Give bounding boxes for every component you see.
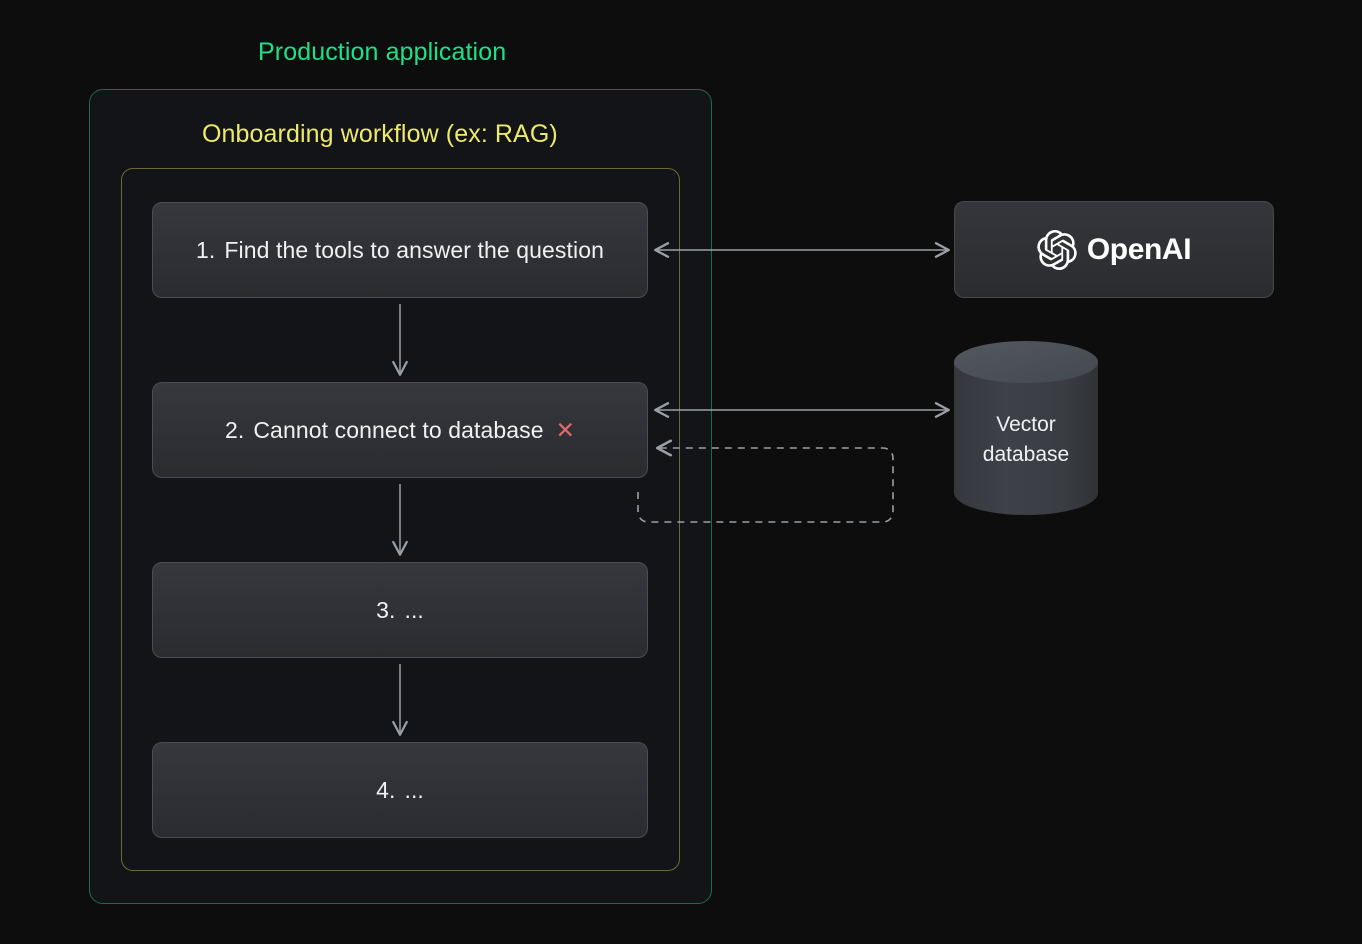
production-application-title: Production application [258, 38, 506, 67]
step-3-label: ... [404, 597, 423, 624]
step-4-label: ... [404, 777, 423, 804]
step-4-number: 4. [376, 777, 395, 804]
onboarding-workflow-title: Onboarding workflow (ex: RAG) [202, 120, 558, 149]
openai-logo-icon [1037, 230, 1077, 270]
workflow-step-1[interactable]: 1. Find the tools to answer the question [152, 202, 648, 298]
step-1-label: Find the tools to answer the question [224, 237, 604, 264]
workflow-step-4[interactable]: 4. ... [152, 742, 648, 838]
step-3-number: 3. [376, 597, 395, 624]
workflow-step-2[interactable]: 2. Cannot connect to database ✕ [152, 382, 648, 478]
error-x-icon: ✕ [556, 419, 575, 442]
openai-wordmark: OpenAI [1087, 233, 1191, 267]
vector-database-node[interactable] [953, 340, 1099, 515]
step-1-number: 1. [196, 237, 215, 264]
workflow-step-3[interactable]: 3. ... [152, 562, 648, 658]
step-2-label: Cannot connect to database [253, 417, 543, 444]
openai-service-node[interactable]: OpenAI [954, 201, 1274, 298]
step-2-number: 2. [225, 417, 244, 444]
